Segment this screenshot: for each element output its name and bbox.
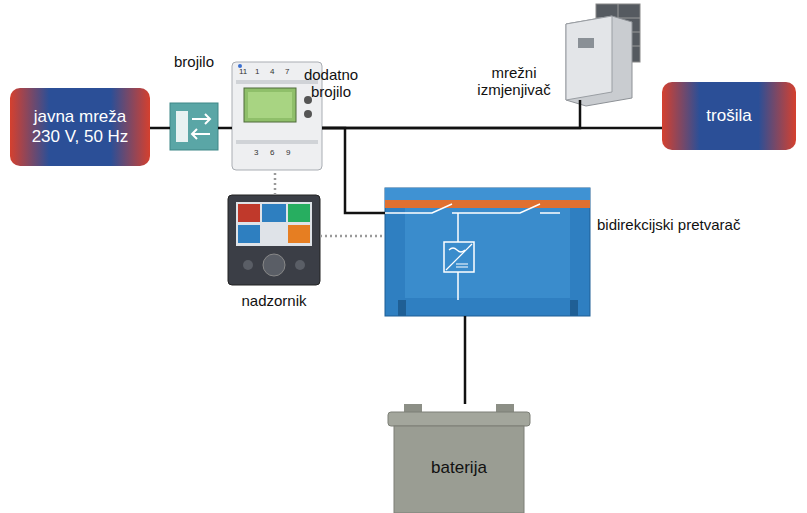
power-wire [150, 128, 170, 129]
inverter-device [566, 16, 632, 106]
terminal-number: 11 [239, 67, 247, 76]
monitor-panel [228, 195, 320, 285]
power-wire [465, 316, 466, 404]
power-wire [322, 100, 580, 128]
node-label: brojilo [164, 53, 224, 70]
terminal-number: 1 [255, 67, 259, 76]
node-label: bidirekcijski pretvarač [597, 216, 740, 233]
control-link [275, 170, 276, 195]
control-link [320, 236, 385, 237]
node-label: baterija [431, 458, 487, 478]
grid-box: javna mreža 230 V, 50 Hz [10, 88, 150, 166]
meter-symbol [170, 103, 218, 150]
monitor-box: nadzornik [228, 195, 320, 285]
terminal-number: 9 [286, 148, 290, 157]
inverter-box: mrežni izmjenjivač [566, 16, 632, 106]
terminal-number: 6 [270, 148, 274, 157]
power-wire [322, 128, 385, 213]
extra-meter-box: dodatno brojilo [232, 62, 322, 170]
battery-device [388, 404, 530, 513]
loads-box: trošila [662, 82, 796, 150]
node-label: trošila [706, 106, 751, 126]
terminal-number: 7 [285, 67, 289, 76]
battery-box: baterija [388, 404, 530, 513]
node-label: dodatno brojilo [300, 66, 362, 101]
power-wire [218, 128, 232, 129]
node-label: javna mreža 230 V, 50 Hz [24, 107, 136, 148]
converter-box: bidirekcijski pretvarač [385, 188, 590, 316]
node-label: nadzornik [224, 292, 324, 309]
terminal-number: 3 [254, 148, 258, 157]
node-label: mrežni izmjenjivač [466, 64, 562, 99]
meter-box: brojilo [170, 103, 218, 150]
terminal-number: 4 [270, 67, 274, 76]
converter-device [385, 188, 590, 316]
